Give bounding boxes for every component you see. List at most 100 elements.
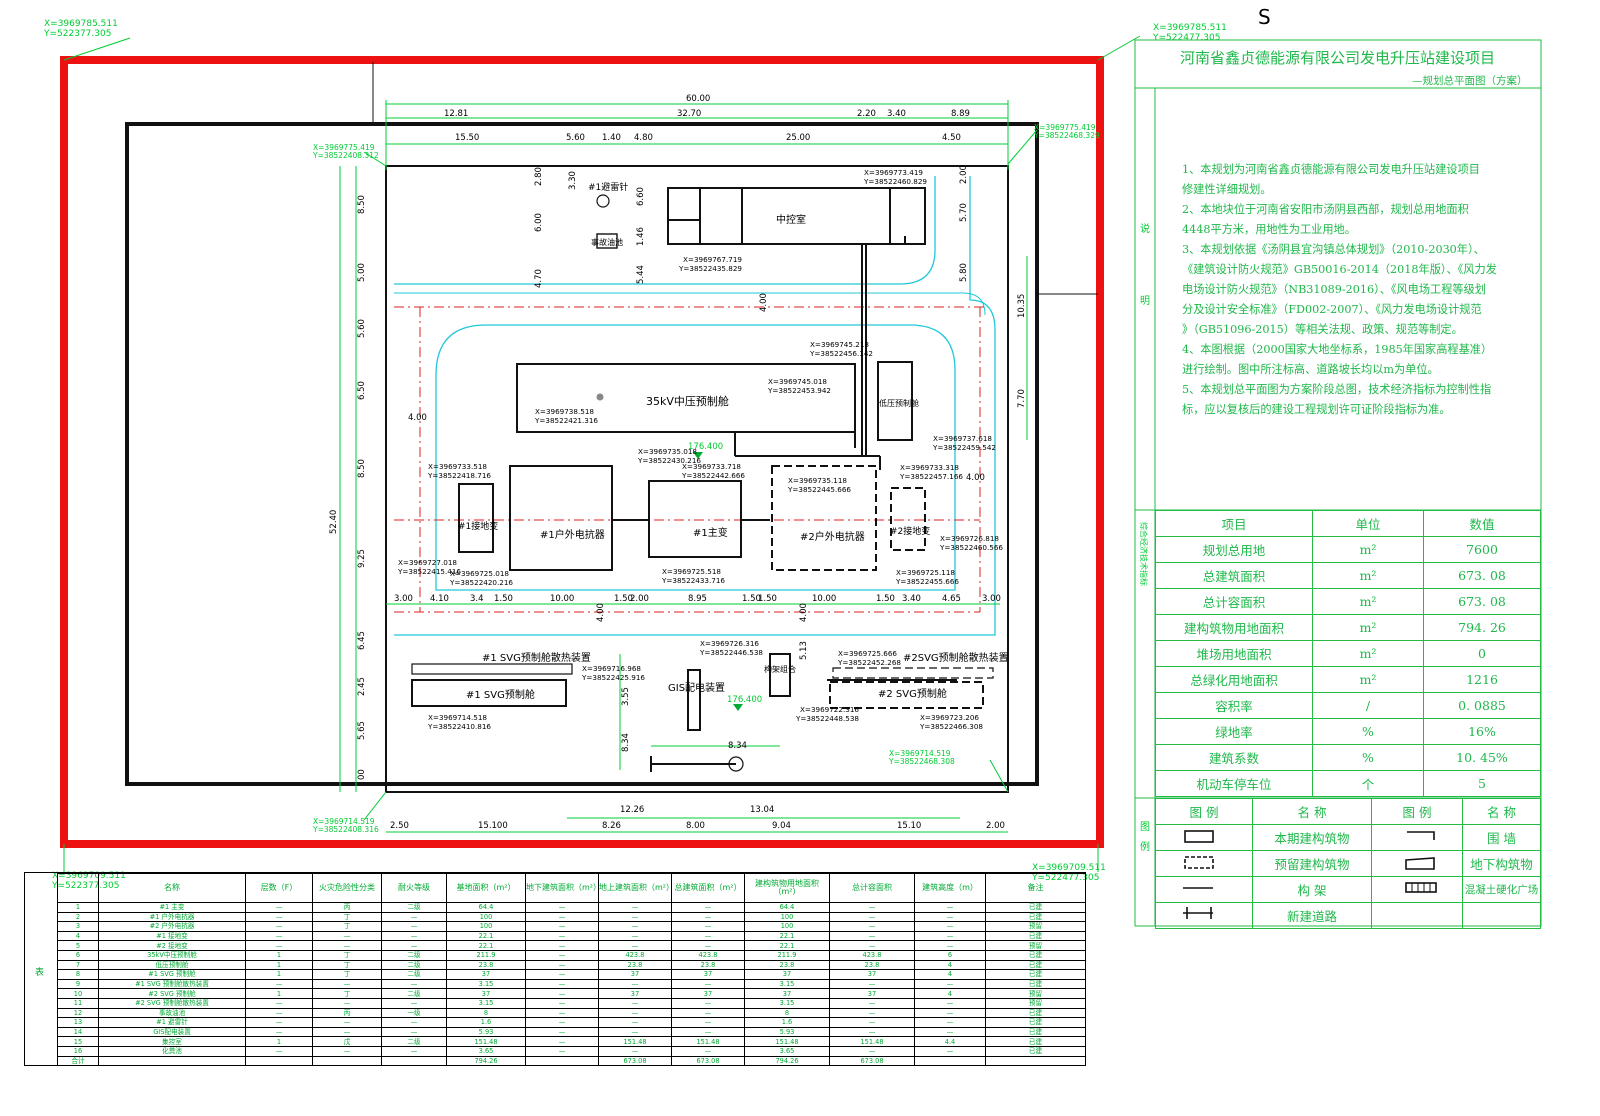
- table-row: 2#1 户外电抗器—丁—100———100——已建: [57, 911, 1086, 923]
- table-cell: 37: [744, 969, 830, 980]
- table-cell: —: [671, 902, 745, 913]
- pt-coord: X=3969735.018: [638, 447, 697, 456]
- legend-name: 围 墙: [1462, 824, 1541, 851]
- table-cell: —: [671, 930, 745, 942]
- note-line: 5、本规划总平面图为方案阶段总图，技术经济指标为控制性指: [1182, 383, 1492, 396]
- note-line: 3、本规划依据《汤阴县宜沟镇总体规划》（2010-2030年）、: [1182, 243, 1485, 256]
- table-cell: —: [525, 921, 599, 932]
- table-cell: 化粪池: [98, 1045, 246, 1057]
- dim-left: 2.45: [357, 677, 367, 696]
- table-cell: 7: [57, 959, 99, 971]
- col-header: 名称: [98, 873, 246, 903]
- table-cell: 预留: [985, 988, 1086, 999]
- survey-point: [596, 393, 604, 401]
- table-cell: 1: [245, 1036, 313, 1047]
- pt-coord: X=3969745.018: [768, 377, 827, 386]
- dim-bottom: 2.00: [986, 821, 1005, 831]
- dim-top: 4.80: [634, 133, 653, 143]
- table-cell: —: [671, 1017, 745, 1028]
- cell: m²: [1312, 640, 1424, 667]
- indicators-header: 项目 单位 数值: [1155, 510, 1541, 537]
- table-cell: —: [598, 911, 672, 923]
- planning-boundary: [60, 56, 1104, 848]
- table-cell: 23.8: [744, 959, 830, 971]
- table-cell: 已建: [985, 949, 1086, 961]
- switchgear-35kv: [516, 363, 856, 433]
- coord-tr-site-x: X=3969775.419: [1034, 123, 1096, 132]
- table-cell: [245, 1055, 313, 1067]
- table-cell: —: [525, 1045, 599, 1057]
- dim-top: 12.81: [444, 109, 468, 119]
- lightning-label: #1避雷针: [588, 181, 628, 193]
- table-cell: —: [914, 1026, 986, 1038]
- lowvolt-cabin: [877, 361, 913, 441]
- table-cell: 6: [57, 949, 99, 961]
- table-cell: —: [381, 1017, 447, 1028]
- table-cell: #1 户外电抗器: [98, 911, 246, 923]
- col-header: 总计容面积: [829, 873, 915, 903]
- coord-tr-outer-x: X=3969785.511: [1153, 23, 1227, 33]
- col-header: 名 称: [1252, 798, 1372, 825]
- table-cell: —: [245, 902, 313, 913]
- subtitle: —规划总平面图（方案）: [1412, 74, 1528, 87]
- col-header: 建筑高度（m）: [914, 873, 986, 903]
- table-cell: —: [598, 1026, 672, 1038]
- table-cell: —: [914, 921, 986, 932]
- cell: /: [1312, 692, 1424, 719]
- side-label: 说: [1140, 222, 1150, 235]
- dim-inner: 4.00: [596, 603, 606, 622]
- table-cell: 1.6: [446, 1017, 526, 1028]
- table-cell: 1: [245, 959, 313, 971]
- dim-left: 6.45: [357, 631, 367, 650]
- reactor1-label: #1户外电抗器: [540, 528, 605, 541]
- coord-br-site-y: Y=38522468.308: [888, 757, 955, 766]
- dim-inner: 4.00: [408, 413, 427, 423]
- table-cell: 23.8: [671, 959, 745, 971]
- table-cell: —: [245, 940, 313, 951]
- dim-inner: 10.35: [1017, 294, 1027, 318]
- dim-mid: 4.10: [430, 594, 449, 604]
- pt-coord: X=3969733.318: [900, 463, 959, 472]
- cell: 7600: [1423, 536, 1541, 563]
- dim-bottom: 13.04: [750, 805, 774, 815]
- legend-table: 图 例 名 称 图 例 名 称 本期建构筑物围 墙 预留建构筑物地下构筑物 构 …: [1155, 798, 1541, 929]
- lightning-rod-symbol: [596, 194, 610, 208]
- col-header: 项目: [1155, 510, 1313, 537]
- table-cell: —: [914, 997, 986, 1009]
- table-cell: 10: [57, 988, 99, 999]
- table-cell: —: [914, 1017, 986, 1028]
- gis: [687, 669, 701, 731]
- cell: 10. 45%: [1423, 744, 1541, 771]
- table-cell: 合计: [57, 1055, 99, 1067]
- table-cell: 一级: [381, 1007, 447, 1019]
- dim-inner: 5.80: [959, 263, 969, 282]
- table-cell: 14: [57, 1026, 99, 1038]
- dim-mid: 1.50: [758, 594, 777, 604]
- table-cell: 二级: [381, 1036, 447, 1047]
- table-cell: —: [598, 978, 672, 990]
- table-cell: 37: [829, 969, 915, 980]
- table-cell: —: [525, 930, 599, 942]
- table-cell: 151.48: [671, 1036, 745, 1047]
- dim-top: 2.20: [857, 109, 876, 119]
- notes-block: 1、本规划为河南省鑫贞德能源有限公司发电升压站建设项目 修建性详细规划。 2、本…: [1182, 160, 1532, 420]
- coord-tl-site-y: Y=38522408.312: [312, 151, 379, 160]
- table-cell: —: [245, 978, 313, 990]
- frame-combo: [769, 653, 791, 697]
- side-label: 例: [1140, 840, 1150, 853]
- note-line: 2、本地块位于河南省安阳市汤阴县西部，规划总用地面积: [1182, 203, 1469, 216]
- table-cell: 211.9: [744, 949, 830, 961]
- pt-coord: Y=38522448.538: [795, 714, 859, 723]
- table-cell: —: [914, 1007, 986, 1019]
- cell: 5: [1423, 770, 1541, 797]
- pt-coord: Y=38522442.666: [681, 471, 745, 480]
- table-cell: —: [914, 902, 986, 913]
- col-header: 图 例: [1155, 798, 1253, 825]
- table-cell: #2 SVG 预制舱: [98, 988, 246, 999]
- dim-inner: 6.60: [636, 187, 646, 206]
- dim-mid: 1.50: [614, 594, 633, 604]
- table-cell: 423.8: [671, 949, 745, 961]
